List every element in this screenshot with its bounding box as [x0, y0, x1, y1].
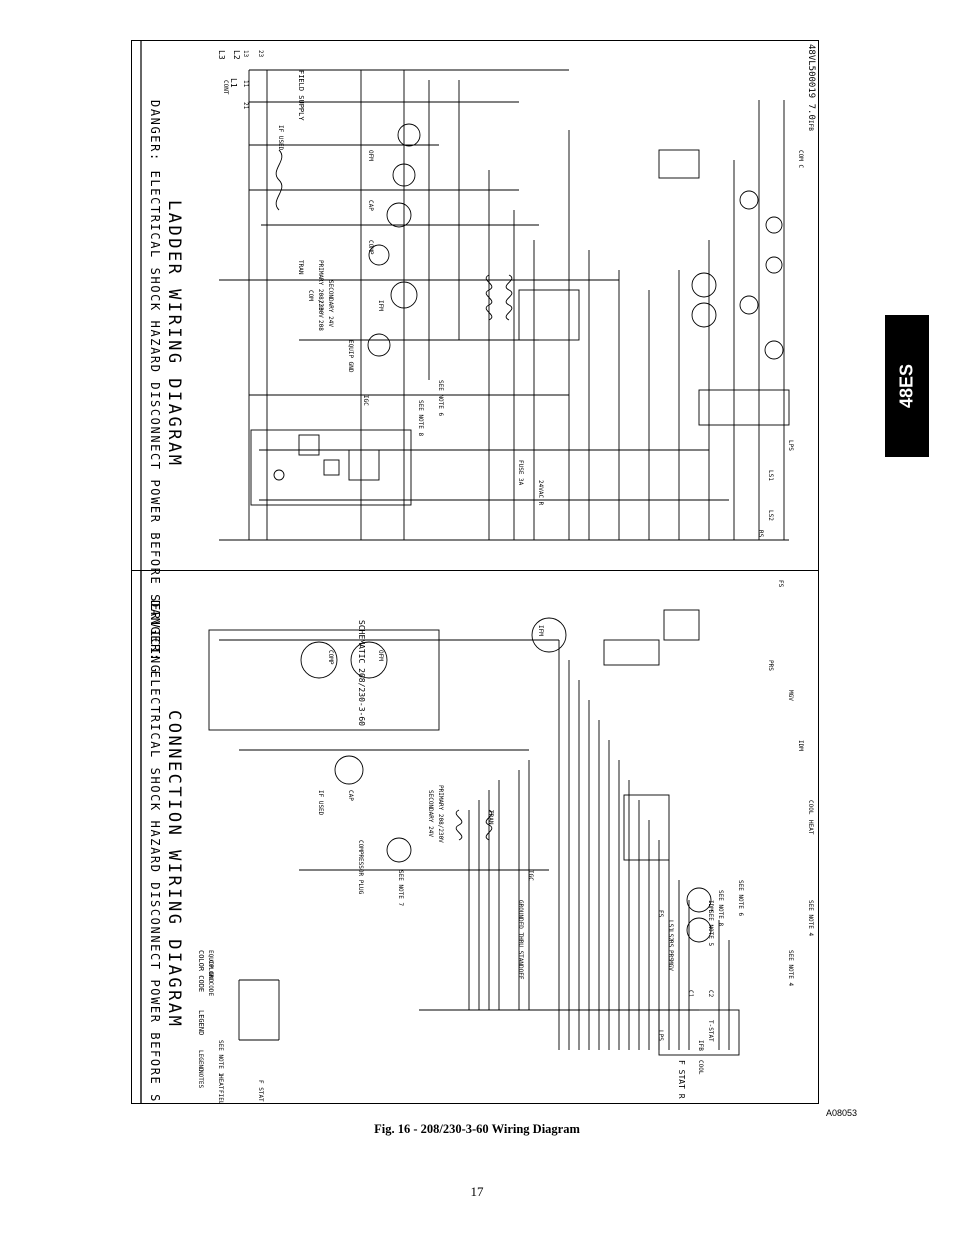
ladder-component-label: 21	[242, 102, 249, 110]
connection-component-label: IDM	[707, 900, 714, 911]
section-tab: 48ES	[885, 315, 929, 457]
ladder-component-label: 208	[317, 320, 324, 331]
connection-component-label: FIELD SUPPLY	[217, 1090, 224, 1104]
ladder-component-label: IGC	[362, 395, 369, 406]
connection-component-label: MGV	[667, 960, 674, 971]
ladder-component-label: COMP	[367, 240, 374, 255]
section-tab-label: 48ES	[896, 363, 917, 409]
ladder-wiring-diagram: LADDER WIRING DIAGRAM DANGER: ELECTRICAL…	[140, 40, 816, 1104]
ladder-component-label: 23	[257, 50, 264, 58]
connection-component-label: IFB	[697, 1040, 704, 1051]
connection-component-label: SEE NOTE 5	[707, 910, 714, 947]
ladder-component-label: MGV	[787, 690, 794, 701]
ladder-title: LADDER WIRING DIAGRAM	[164, 200, 184, 467]
ladder-component-label: SEE NOTE 6	[437, 380, 444, 417]
connection-component-label: IGC	[527, 870, 534, 881]
connection-title: CONNECTION WIRING DIAGRAM	[164, 710, 184, 1028]
ladder-component-label: COM C	[797, 150, 804, 168]
ladder-component-label: IDM	[797, 740, 804, 751]
ladder-component-label: FUSE 3A	[517, 460, 524, 486]
ladder-component-label: CAP	[367, 200, 374, 211]
connection-component-label: COOL	[697, 1060, 704, 1075]
connection-component-label: LS2	[667, 930, 674, 941]
ladder-component-label: OFM	[367, 150, 374, 161]
connection-component-label: OFM	[377, 650, 384, 661]
ladder-component-label: TRAN	[297, 260, 304, 275]
ladder-component-label: 24VAC R	[537, 480, 544, 506]
ladder-component-label: PRS	[767, 660, 774, 671]
connection-component-label: T-STAT	[707, 1020, 714, 1042]
connection-component-label: FS	[657, 910, 664, 918]
connection-legend-heading: LEGEND	[197, 1010, 205, 1035]
ladder-field-supply: FIELD SUPPLY	[297, 70, 305, 121]
connection-component-label: PRS	[667, 950, 674, 961]
panel-divider	[131, 570, 819, 571]
connection-component-label: LS1	[667, 920, 674, 931]
connection-component-label: CAP	[347, 790, 354, 801]
ladder-component-label: RS	[757, 530, 764, 538]
ladder-component-label: CONT	[222, 80, 229, 95]
connection-component-label: C2	[707, 990, 714, 998]
ladder-component-label: LS2	[767, 510, 774, 521]
connection-component-label: TRAN	[487, 810, 494, 825]
ladder-component-label: IF USED	[277, 125, 284, 151]
ladder-component-label: PRIMARY 208/230V	[317, 260, 324, 318]
ladder-component-label: SECONDARY 24V	[327, 280, 334, 327]
connection-component-label: NOTES	[197, 1070, 204, 1088]
wiring-diagram: LADDER WIRING DIAGRAM DANGER: ELECTRICAL…	[140, 40, 816, 1104]
connection-component-label: SEE NOTE 4	[787, 950, 794, 987]
ladder-component-label: 13	[242, 50, 249, 58]
connection-component-label: SEE NOTE 7	[397, 870, 404, 907]
connection-component-label: RS	[667, 940, 674, 948]
ladder-l3: L3	[217, 50, 226, 60]
ladder-component-label: SEE NOTE 1	[217, 1040, 224, 1077]
ladder-l1: L1	[229, 78, 238, 88]
connection-component-label: GROUNDED THRU STANDOFF	[517, 900, 524, 980]
ladder-tstat-label: F STAT R G W Y C	[677, 1060, 686, 1104]
ladder-l2: L2	[232, 50, 241, 60]
page-number: 17	[470, 1184, 484, 1199]
ladder-component-label: IFB	[807, 120, 814, 131]
figure-caption: Fig. 16 - 208/230-3-60 Wiring Diagram	[374, 1122, 580, 1136]
ladder-component-label: LPS	[787, 440, 794, 451]
connection-component-label: SEE NOTE 8	[717, 890, 724, 927]
connection-component-label: COLOR CODE	[207, 960, 214, 997]
connection-component-label: IFM	[537, 625, 544, 636]
connection-danger-text: DANGER: ELECTRICAL SHOCK HAZARD DISCONNE…	[148, 600, 162, 1104]
connection-component-label: C1	[687, 990, 694, 998]
connection-color-code-heading: COLOR CODE	[197, 950, 205, 992]
figure-id: A08053	[826, 1108, 858, 1118]
ladder-danger-text: DANGER: ELECTRICAL SHOCK HAZARD DISCONNE…	[148, 100, 162, 674]
ladder-component-label: COOL	[807, 800, 814, 815]
ladder-drawing-id: 48VL500019 7.0	[806, 44, 816, 120]
connection-component-label: IF USED	[317, 790, 324, 816]
connection-schematic-label: SCHEMATIC 208/230-3-60	[357, 620, 366, 726]
ladder-component-label: COM	[307, 290, 314, 301]
connection-component-label: SEE NOTE 6	[737, 880, 744, 917]
ladder-component-label: SEE NOTE 4	[807, 900, 814, 937]
ladder-component-label: FS	[777, 580, 784, 588]
connection-component-label: LEGEND	[197, 1050, 204, 1072]
ladder-component-label: EQUIP GND	[347, 340, 354, 373]
ladder-component-label: HEAT	[807, 820, 814, 835]
connection-component-label: SECONDARY 24V	[427, 790, 434, 837]
ladder-component-label: LS1	[767, 470, 774, 481]
ladder-component-label: SEE NOTE 8	[417, 400, 424, 437]
ladder-component-label: 11	[242, 80, 249, 88]
diagram-frame	[131, 40, 819, 1104]
ladder-component-label: IFM	[377, 300, 384, 311]
connection-component-label: EQUIP GND	[207, 950, 214, 983]
connection-component-label: LPS	[657, 1030, 664, 1041]
connection-component-label: COMP	[327, 650, 334, 665]
connection-component-label: HEAT	[217, 1075, 224, 1090]
connection-component-label: PRIMARY 208/230V	[437, 785, 444, 843]
ladder-component-label: 230	[317, 300, 324, 311]
ladder-component-label: F STAT	[257, 1080, 264, 1102]
connection-component-label: COMPRESSOR PLUG	[357, 840, 364, 895]
connection-wiring-diagram: CONNECTION WIRING DIAGRAM DANGER: ELECTR…	[140, 570, 794, 1104]
